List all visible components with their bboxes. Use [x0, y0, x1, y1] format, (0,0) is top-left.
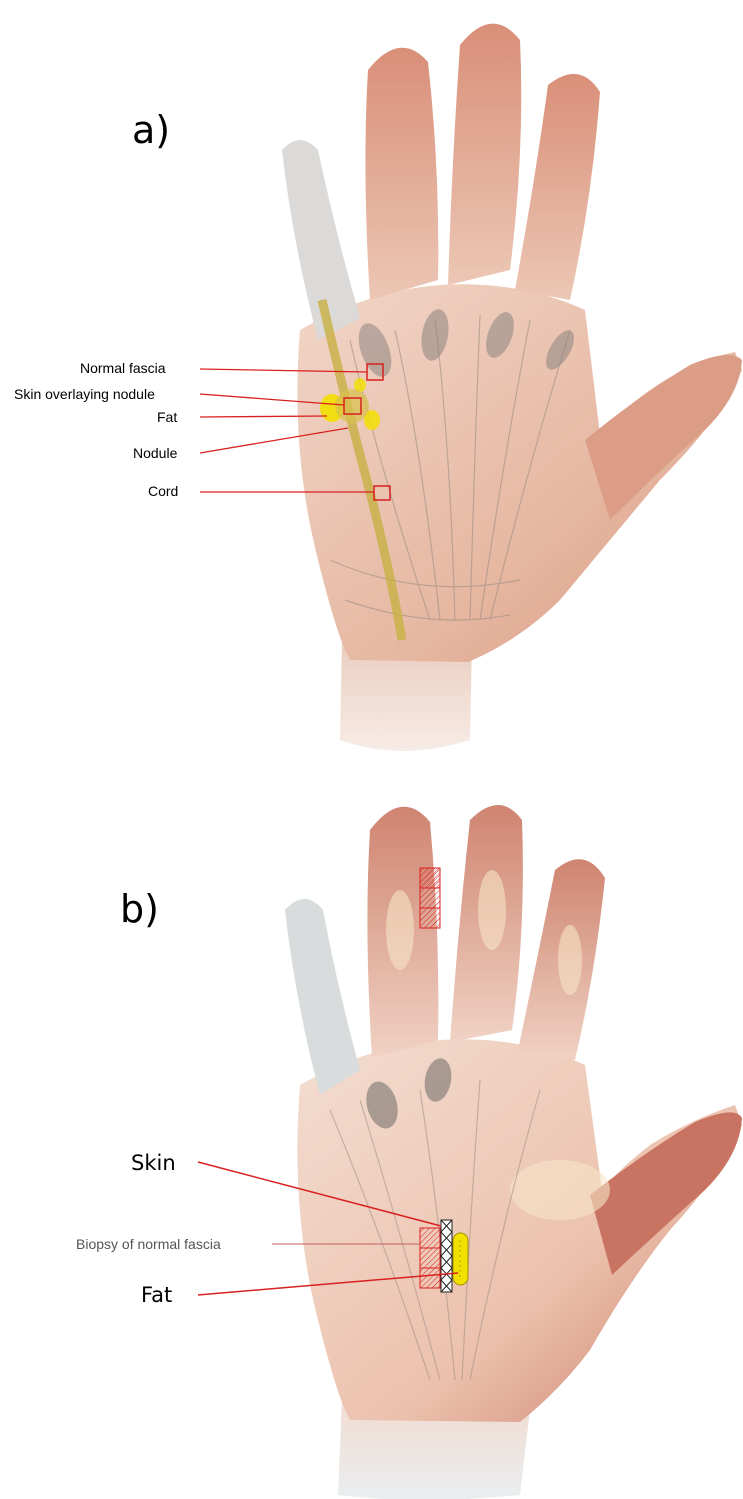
- label-biopsy-normal-fascia: Biopsy of normal fascia: [76, 1236, 221, 1252]
- label-fat-b: Fat: [141, 1283, 172, 1307]
- label-skin: Skin: [131, 1151, 176, 1175]
- leader-lines-b: [198, 1162, 458, 1295]
- biopsy-blocks: [420, 1228, 440, 1288]
- fat-sample: [453, 1233, 468, 1285]
- skin-sample-strip: [441, 1220, 452, 1292]
